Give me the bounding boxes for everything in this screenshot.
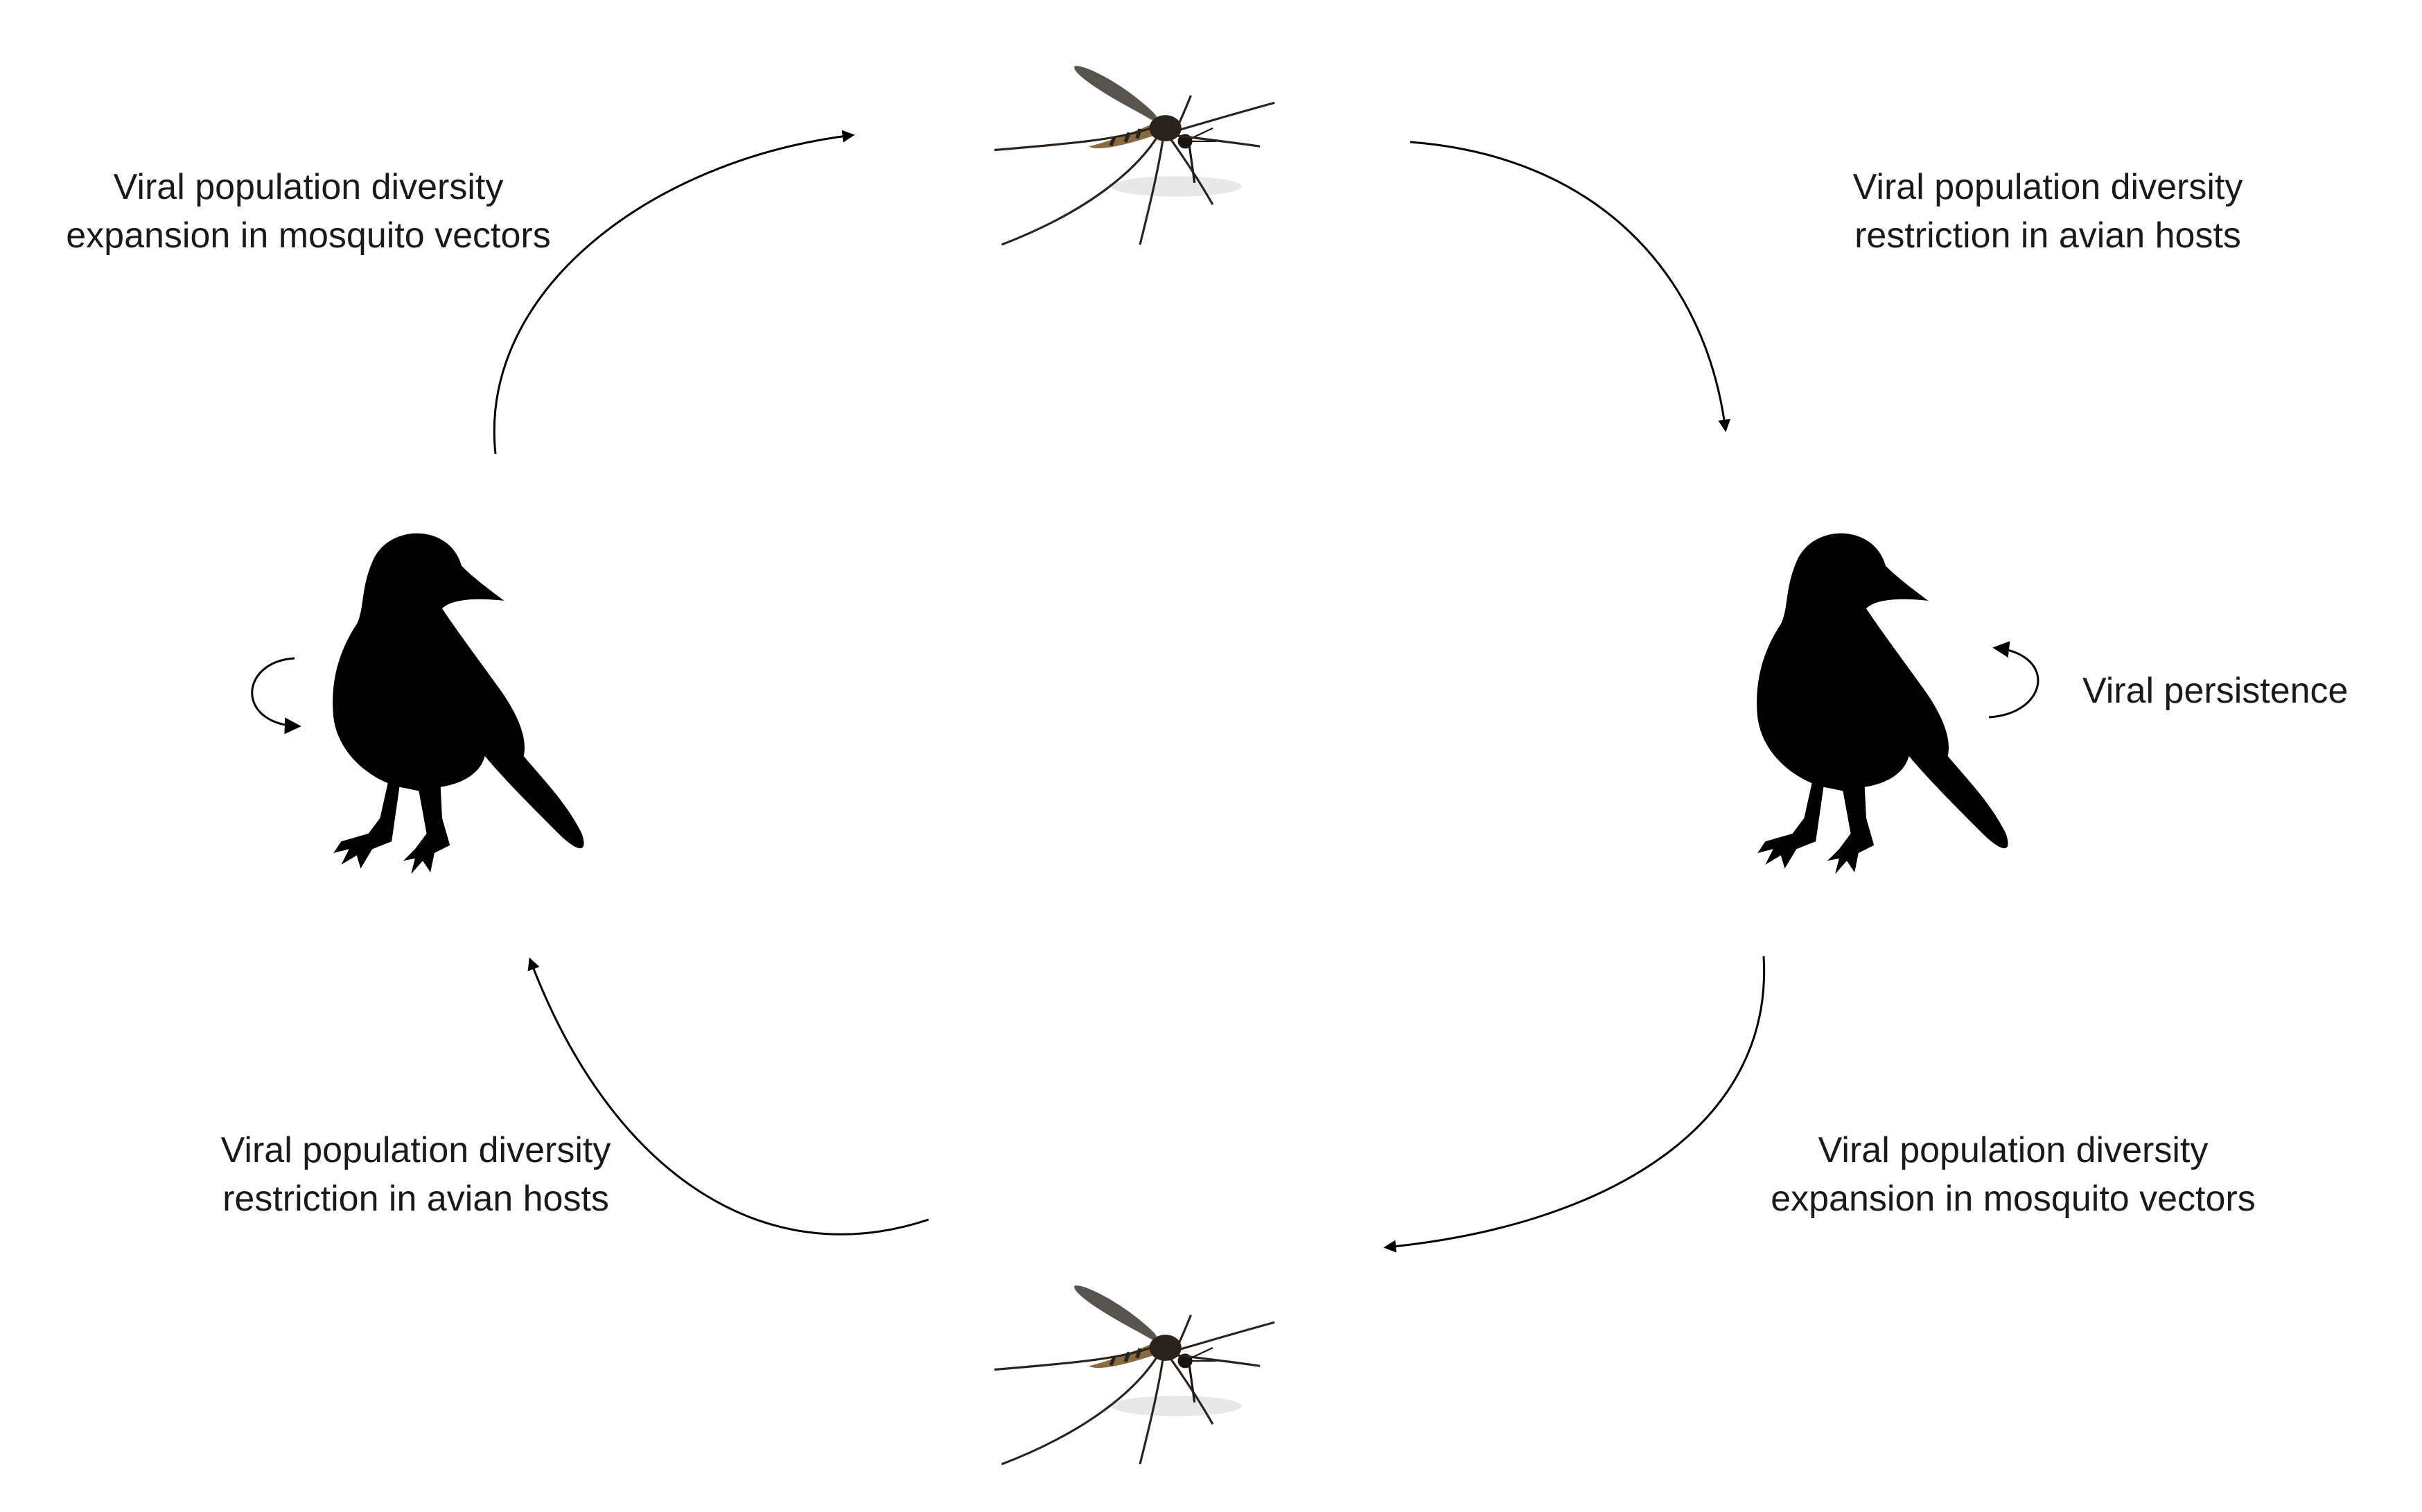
label-bottom-left-line1: Viral population diversity (220, 1130, 611, 1170)
label-bottom-right-line2: expansion in mosquito vectors (1771, 1179, 2256, 1219)
label-bottom-right: Viral population diversity expansion in … (1712, 1126, 2315, 1223)
mosquito-icon-top (994, 66, 1274, 245)
label-top-right-line2: restriction in avian hosts (1854, 216, 2241, 256)
label-bottom-left: Viral population diversity restriction i… (159, 1126, 672, 1223)
label-top-left-line1: Viral population diversity (113, 167, 504, 207)
arrow-top-to-right (1410, 141, 1731, 432)
label-top-left-line2: expansion in mosquito vectors (66, 216, 551, 256)
label-bottom-right-line1: Viral population diversity (1818, 1130, 2209, 1170)
self-loop-arrow-right (1988, 641, 2039, 719)
arrow-right-to-bottom (1383, 956, 1766, 1253)
arrow-bottom-to-left (527, 957, 929, 1236)
label-bottom-left-line2: restriction in avian hosts (222, 1179, 609, 1219)
label-top-right-line1: Viral population diversity (1852, 167, 2243, 207)
crow-icon-left (333, 533, 584, 874)
crow-icon-right (1757, 533, 2008, 874)
label-top-right: Viral population diversity restriction i… (1746, 163, 2349, 260)
arrow-left-to-top (493, 130, 855, 455)
label-top-left: Viral population diversity expansion in … (21, 163, 596, 260)
label-viral-persistence: Viral persistence (2082, 671, 2349, 711)
mosquito-icon-bottom (994, 1285, 1274, 1464)
self-loop-arrow-left (251, 657, 301, 735)
